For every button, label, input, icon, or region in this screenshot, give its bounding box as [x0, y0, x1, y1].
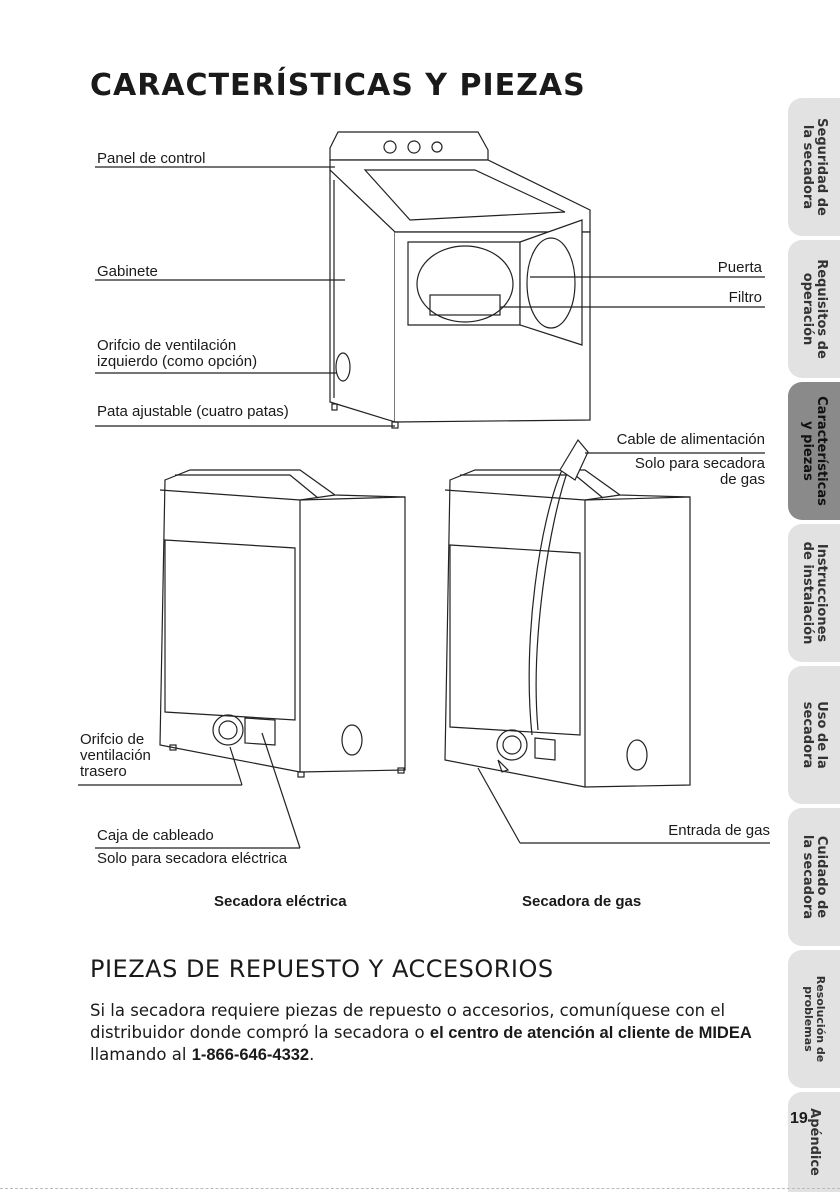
label-gas-only-line2: de gas	[719, 471, 765, 488]
customer-service-name: el centro de atención al cliente de MIDE…	[429, 1024, 752, 1042]
front-dryer-illustration	[329, 131, 591, 429]
label-left-vent-line2: izquierdo (como opción)	[97, 353, 258, 370]
label-cabinet: Gabinete	[97, 263, 158, 280]
accessories-paragraph: Si la secadora requiere piezas de repues…	[90, 1001, 752, 1064]
gas-dryer-rear-illustration	[444, 438, 691, 788]
label-left-vent-line1: Orifcio de ventilación	[97, 337, 237, 354]
caption-electric-dryer: Secadora eléctrica	[214, 893, 347, 910]
label-electric-only: Solo para secadora eléctrica	[97, 850, 288, 867]
electric-dryer-rear-illustration	[159, 469, 406, 778]
page-title: CARACTERÍSTICAS Y PIEZAS	[90, 68, 586, 103]
label-door: Puerta	[717, 259, 762, 276]
label-control-panel: Panel de control	[97, 150, 206, 167]
label-rear-vent-line1: Orifcio de	[80, 731, 145, 748]
tab-apendice[interactable]: Apéndice	[788, 1092, 840, 1192]
page-bottom-divider	[0, 1188, 840, 1189]
page-number: 19	[790, 1110, 808, 1127]
label-gas-inlet: Entrada de gas	[668, 822, 770, 839]
section-title-accessories: PIEZAS DE REPUESTO Y ACCESORIOS	[90, 955, 554, 983]
label-power-cord: Cable de alimentación	[616, 431, 765, 448]
label-rear-vent-line3: trasero	[80, 763, 127, 780]
label-rear-vent-line2: ventilación	[80, 747, 151, 764]
label-gas-only-line1: Solo para secadora	[634, 455, 765, 472]
label-wiring-box: Caja de cableado	[97, 827, 214, 844]
caption-gas-dryer: Secadora de gas	[522, 893, 642, 910]
label-adjustable-leg: Pata ajustable (cuatro patas)	[97, 403, 289, 420]
customer-service-phone: 1-866-646-4332	[191, 1046, 310, 1064]
label-filter: Filtro	[728, 289, 762, 306]
